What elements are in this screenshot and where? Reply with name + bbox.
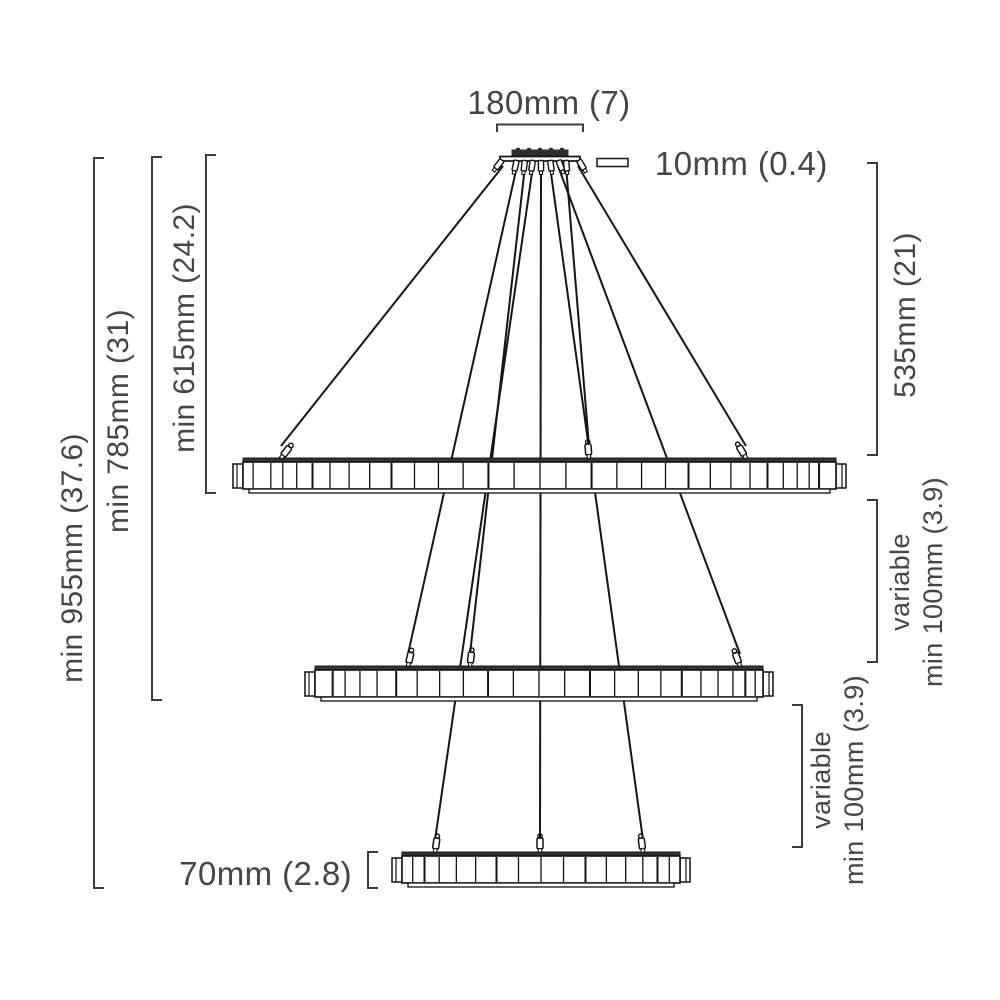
dim-canopy-thickness-label: 10mm (0.4) bbox=[655, 145, 828, 182]
dim-gap-2-line1: variable bbox=[806, 731, 836, 829]
dim-canopy-width-label: 180mm (7) bbox=[467, 84, 631, 121]
dim-gap-2-line2: min 100mm (3.9) bbox=[839, 674, 869, 886]
dim-min-955-label: min 955mm (37.6) bbox=[56, 433, 89, 683]
dim-gap-2-label: variable min 100mm (3.9) bbox=[805, 675, 871, 885]
dim-gap-1-label: variable min 100mm (3.9) bbox=[884, 477, 950, 687]
dim-ring-height-label: 70mm (2.8) bbox=[179, 855, 352, 892]
dim-min-615-label: min 615mm (24.2) bbox=[168, 203, 201, 453]
dim-min-785-label: min 785mm (31) bbox=[102, 309, 135, 533]
dim-gap-1-line2: min 100mm (3.9) bbox=[918, 476, 948, 688]
dim-gap-1-line1: variable bbox=[885, 533, 915, 631]
dim-suspension-535-label: 535mm (21) bbox=[889, 232, 922, 398]
